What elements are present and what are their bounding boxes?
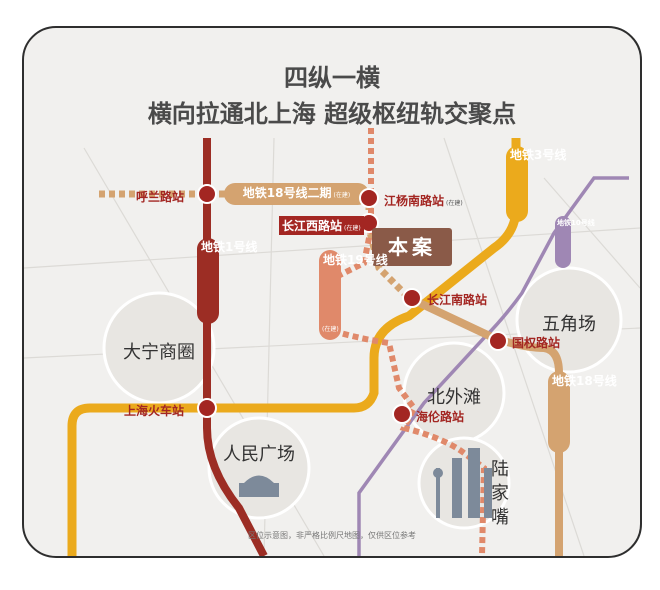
area-daning: 大宁商圈 [123,342,195,363]
transfer-icon-hailun [392,404,412,424]
page-subtitle: 横向拉通北上海 超级枢纽轨交聚点 [147,100,517,128]
transfer-icon-changjiangnan [402,288,422,308]
transfer-icon-jiangyangnan [359,188,379,208]
line1-path [203,138,268,556]
transfer-icon-shanghai-railway [197,398,217,418]
station-hulan: 呼兰路站 [136,190,185,204]
area-lujiazui: 陆家嘴 [491,459,509,528]
line10-label-bg [555,216,571,268]
line18-label: 地铁18号线 [552,374,617,388]
station-changjiangxi: 长江西路站(在建) [279,216,364,235]
line18-phase2-label: 地铁18号线二期(在建) [242,186,351,200]
area-beiwaitan: 北外滩 [427,387,481,408]
station-jiangyangnan: 江杨南路站(在建) [384,194,463,208]
line1-label: 地铁1号线 [201,240,258,254]
line3-label: 地铁3号线 [510,148,567,162]
transfer-icon-hulan [197,184,217,204]
transfer-icon-guoquan [488,331,508,351]
metro-map [24,128,640,556]
line19-note: (在建) [322,326,339,333]
renmin-circle [207,416,311,520]
line3-path [67,138,521,556]
daning-circle [102,291,216,405]
line18-phase2-label-bg [224,183,369,205]
line3-label-bg [506,146,528,222]
project-label: 本案 [372,228,452,266]
line19-label-bg [319,250,341,340]
line10-label: 地铁10号线 [557,219,595,227]
page-title: 四纵一横 [284,64,380,92]
station-changjiangnan: 长江南路站 [427,293,488,307]
map-card: 四纵一横 横向拉通北上海 超级枢纽轨交聚点 本案 地铁18号线二期(在建) 地铁… [22,26,642,558]
station-hailun: 海伦路站 [416,410,465,424]
area-wujiaochang: 五角场 [542,314,596,335]
station-guoquan: 国权路站 [512,336,561,350]
area-renmin: 人民广场 [223,444,295,465]
lujiazui-skyline-icon [433,448,492,518]
renmin-building-icon [239,475,279,497]
line19-label: 地铁19号线 [323,253,388,267]
map-footnote: 区位示意图，非严格比例尺地图，仅供区位参考 [248,531,416,540]
line1-label-bg [197,238,219,324]
station-shanghai-railway: 上海火车站 [124,404,185,418]
line18-label-bg [548,371,570,453]
line10-path [357,176,629,556]
